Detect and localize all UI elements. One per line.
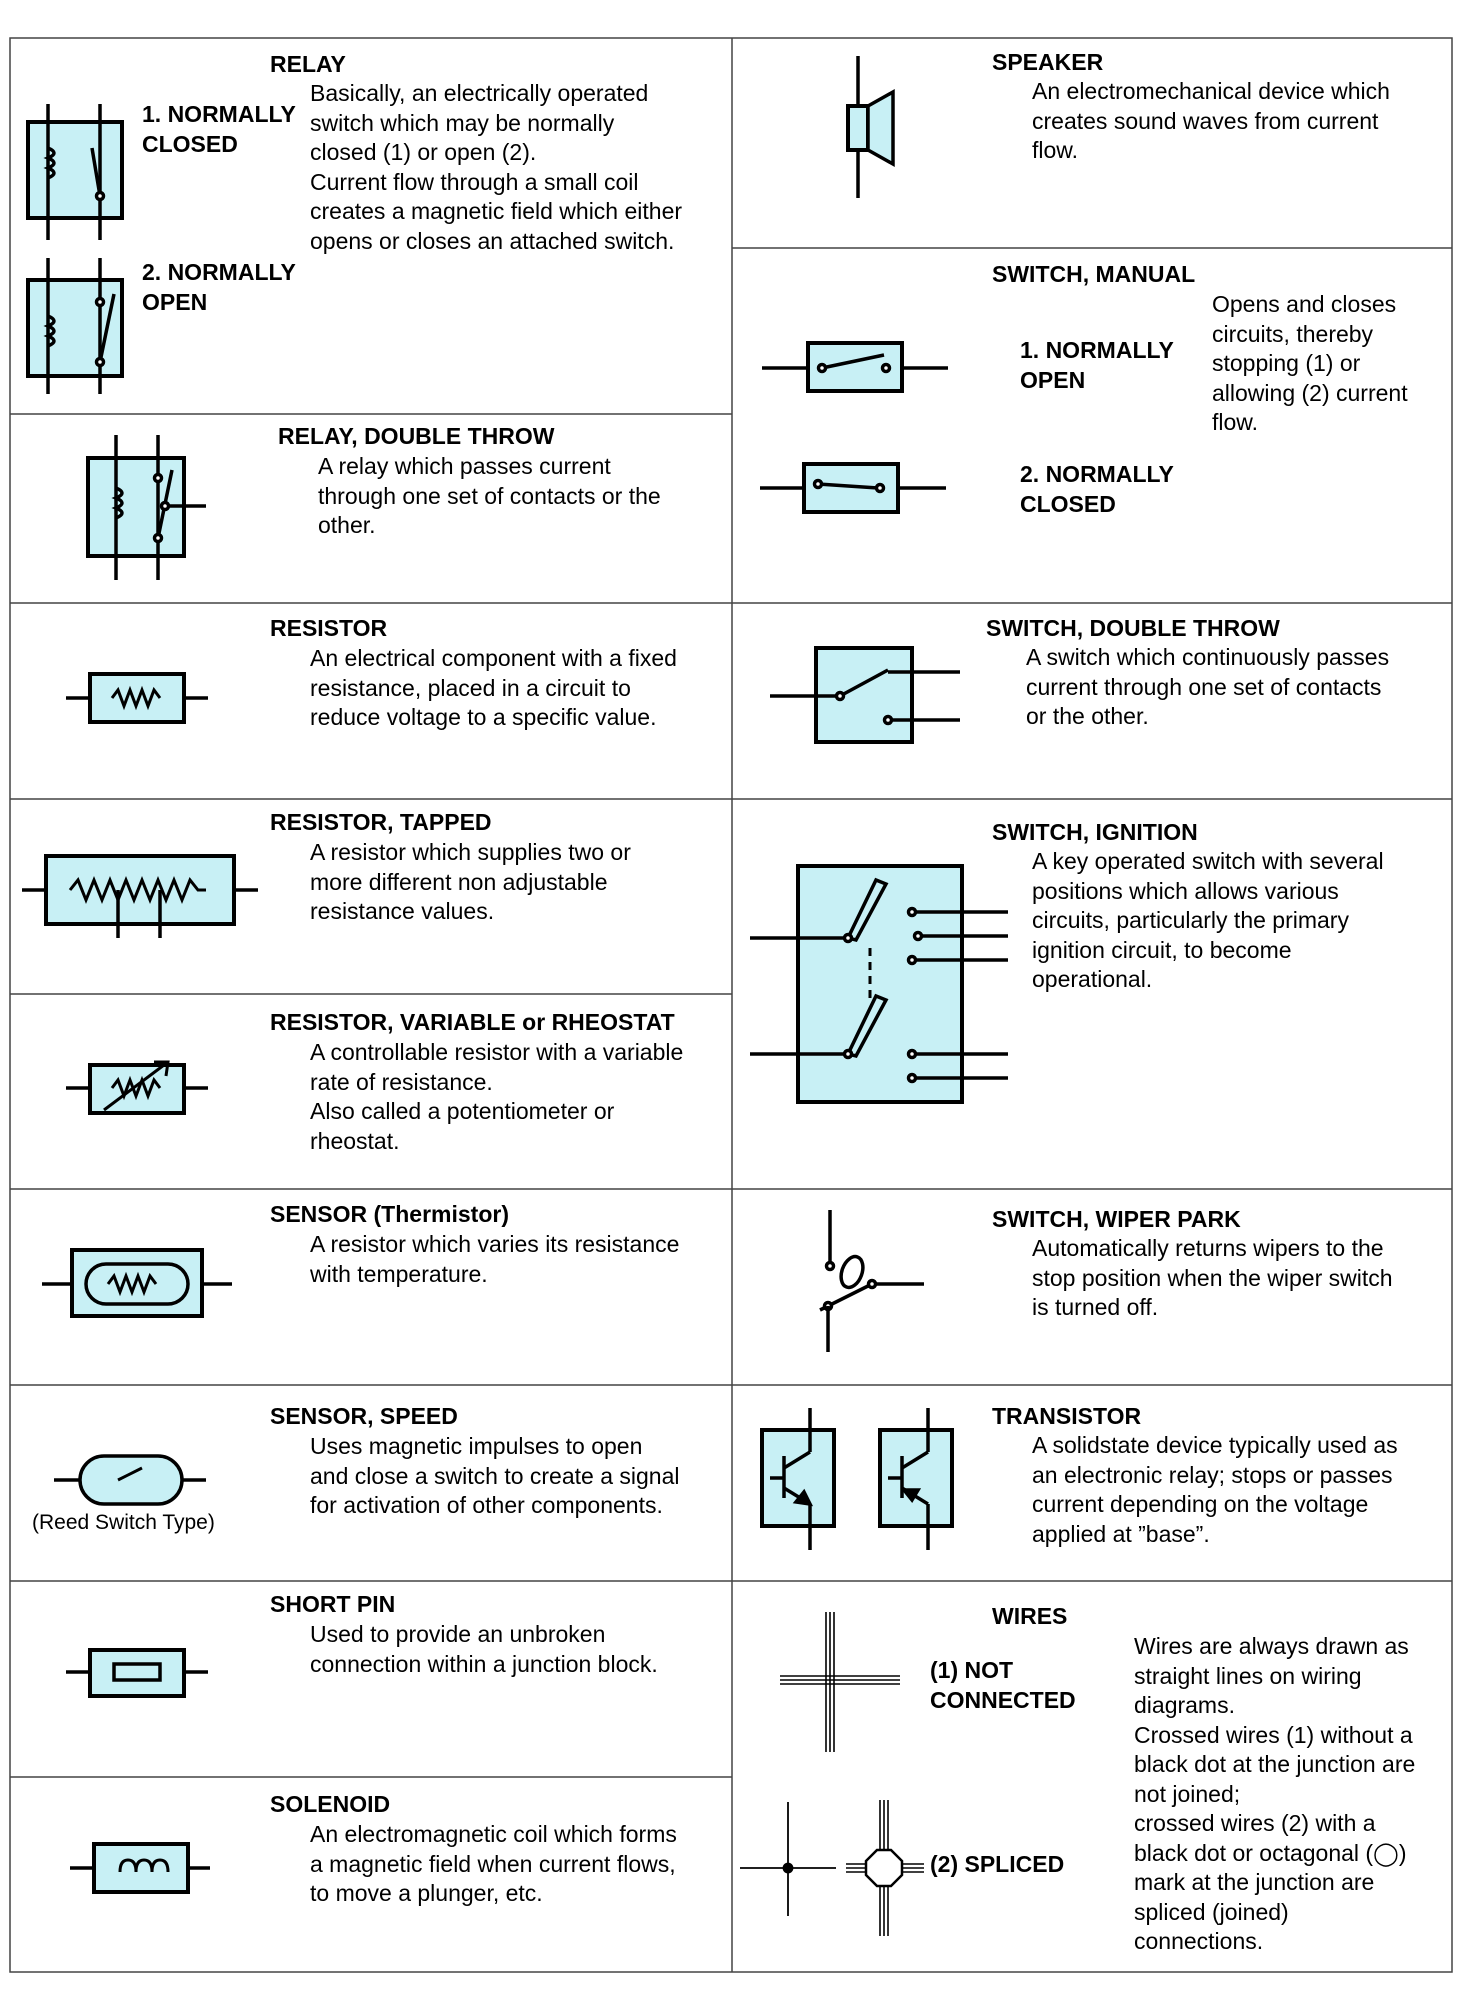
relay-double-throw-symbol: [86, 435, 206, 580]
relay-normally-closed-label: 1. NORMALLY CLOSED: [142, 101, 296, 157]
solenoid-symbol: [70, 1842, 210, 1894]
resistor-description: An electrical component with a fixed res…: [310, 645, 677, 730]
wires-title: WIRES: [992, 1603, 1068, 1629]
relay-double-throw-title: RELAY, DOUBLE THROW: [278, 423, 555, 449]
transistor-description: A solidstate device typically used as an…: [1032, 1432, 1398, 1547]
wires-spliced-label: (2) SPLICED: [930, 1851, 1065, 1877]
relay-normally-open-label: 2. NORMALLY OPEN: [142, 259, 296, 315]
relay-description: Basically, an electrically operated swit…: [310, 80, 683, 254]
table-grid: [9, 37, 1453, 1973]
relay-double-throw-description: A relay which passes current through one…: [318, 453, 661, 538]
switch-ignition-title: SWITCH, IGNITION: [992, 819, 1198, 845]
speaker-description: An electromechanical device which create…: [1032, 78, 1390, 163]
resistor-title: RESISTOR: [270, 615, 388, 641]
transistor-npn-symbol: [760, 1408, 836, 1550]
switch-manual-normally-closed-symbol: [760, 462, 946, 514]
speaker-title: SPEAKER: [992, 49, 1104, 75]
wires-spliced-octagon-symbol: [846, 1800, 924, 1936]
sensor-speed-description: Uses magnetic impulses to open and close…: [310, 1433, 680, 1518]
resistor-variable-symbol: [66, 1060, 208, 1115]
switch-manual-normally-open-label: 1. NORMALLY OPEN: [1020, 337, 1174, 393]
switch-ignition-description: A key operated switch with several posit…: [1032, 848, 1384, 992]
solenoid-title: SOLENOID: [270, 1791, 391, 1817]
sensor-thermistor-title: SENSOR (Thermistor): [270, 1201, 509, 1227]
switch-ignition-symbol: [750, 864, 1008, 1104]
short-pin-description: Used to provide an unbroken connection w…: [310, 1621, 658, 1677]
sensor-speed-title: SENSOR, SPEED: [270, 1403, 458, 1429]
wires-description: Wires are always drawn as straight lines…: [1134, 1633, 1416, 1954]
sensor-thermistor-symbol: [42, 1248, 232, 1318]
resistor-tapped-description: A resistor which supplies two or more di…: [310, 839, 631, 924]
relay-normally-closed-symbol: [26, 104, 124, 240]
relay-title: RELAY: [270, 51, 346, 77]
switch-manual-title: SWITCH, MANUAL: [992, 261, 1196, 287]
switch-manual-normally-closed-label: 2. NORMALLY CLOSED: [1020, 461, 1174, 517]
switch-manual-description: Opens and closes circuits, thereby stopp…: [1212, 291, 1408, 435]
sensor-speed-symbol: [54, 1454, 206, 1506]
transistor-pnp-symbol: [878, 1408, 954, 1550]
switch-double-throw-title: SWITCH, DOUBLE THROW: [986, 615, 1280, 641]
short-pin-title: SHORT PIN: [270, 1591, 396, 1617]
short-pin-symbol: [66, 1648, 208, 1698]
resistor-tapped-symbol: [22, 854, 258, 938]
resistor-tapped-title: RESISTOR, TAPPED: [270, 809, 492, 835]
switch-double-throw-symbol: [770, 646, 960, 744]
resistor-variable-description: A controllable resistor with a variable …: [310, 1039, 684, 1154]
sensor-thermistor-description: A resistor which varies its resistance w…: [310, 1231, 680, 1287]
switch-wiper-park-description: Automatically returns wipers to the stop…: [1032, 1235, 1393, 1320]
wires-not-connected-symbol: [780, 1612, 900, 1752]
resistor-variable-title: RESISTOR, VARIABLE or RHEOSTAT: [270, 1009, 675, 1035]
solenoid-description: An electromagnetic coil which forms a ma…: [310, 1821, 677, 1906]
sensor-speed-caption: (Reed Switch Type): [32, 1511, 215, 1534]
resistor-symbol: [66, 672, 208, 724]
relay-normally-open-symbol: [26, 258, 124, 394]
switch-manual-normally-open-symbol: [762, 341, 948, 393]
switch-wiper-park-symbol: [819, 1210, 924, 1352]
transistor-title: TRANSISTOR: [992, 1403, 1142, 1429]
wires-spliced-dot-symbol: [740, 1802, 836, 1916]
speaker-symbol: [846, 56, 895, 198]
switch-wiper-park-title: SWITCH, WIPER PARK: [992, 1206, 1241, 1232]
switch-double-throw-description: A switch which continuously passes curre…: [1026, 644, 1390, 729]
wires-not-connected-label: (1) NOT CONNECTED: [930, 1657, 1076, 1713]
